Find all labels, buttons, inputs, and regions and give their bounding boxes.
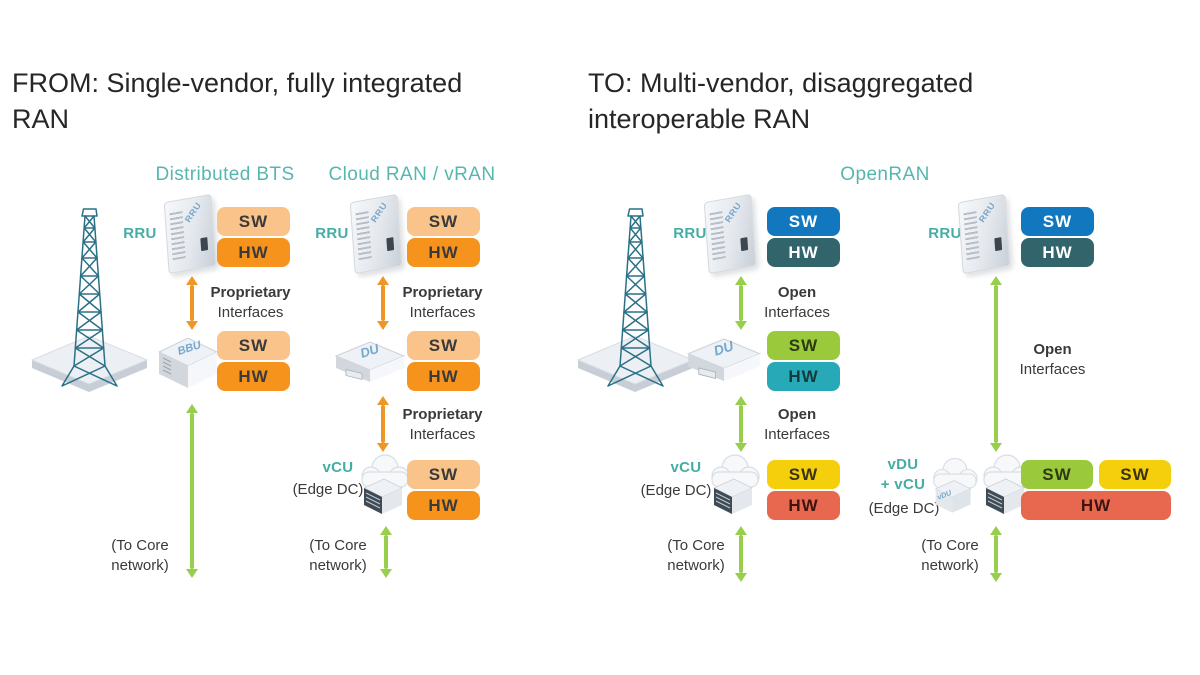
c4-hw-badge-wide: HW (1021, 491, 1171, 520)
c1-proprietary-word: Proprietary (210, 284, 291, 301)
c4-open-interfaces-label: Open Interfaces (1005, 340, 1100, 381)
c1-proprietary-arrow (190, 285, 194, 321)
c2-vcu-sw-badge: SW (407, 460, 480, 489)
c1-rru-device-icon: RRU (163, 193, 217, 275)
c2-du-hw-badge: HW (407, 362, 480, 391)
c3-to-core-arrow (739, 535, 743, 573)
c3-edge-dc-label: (Edge DC) (640, 482, 712, 499)
c1-interfaces-word: Interfaces (217, 304, 284, 322)
c4-to-core-label: (To Core network) (910, 536, 990, 577)
c2-to-core-line1: (To Core (309, 537, 367, 554)
c2-proprietary-word-1: Proprietary (402, 284, 483, 301)
c2-proprietary-arrow-2 (381, 405, 385, 443)
c3-du-device-tag: DU (712, 338, 736, 359)
c3-open-interfaces-label-2: Open Interfaces (752, 405, 842, 446)
c3-vcu-sw-badge: SW (767, 460, 840, 489)
c2-interfaces-word-2: Interfaces (409, 426, 476, 444)
c4-open-arrow (994, 285, 998, 443)
c2-edge-dc-label: (Edge DC) (292, 481, 364, 498)
c2-du-sw-badge: SW (407, 331, 480, 360)
c4-rru-sw-badge: SW (1021, 207, 1094, 236)
c3-open-word-2: Open (777, 406, 817, 423)
c4-to-core-line2: network) (921, 557, 979, 575)
cell-tower-right-icon (576, 208, 695, 392)
c3-du-device-icon: DU (686, 338, 762, 382)
c2-du-device-icon: DU (334, 341, 406, 382)
c2-interfaces-word-1: Interfaces (409, 304, 476, 322)
c3-rru-device-icon: RRU (703, 193, 757, 275)
c3-vcu-hw-badge: HW (767, 491, 840, 520)
c4-edge-dc-label: (Edge DC) (868, 500, 940, 517)
c2-to-core-arrow (384, 535, 388, 569)
c2-to-core-label: (To Core network) (298, 536, 378, 577)
c4-vdu-line: vDU (887, 456, 919, 473)
c3-du-hw-badge: HW (767, 362, 840, 391)
c2-cloud-server-icon (361, 454, 410, 514)
cell-tower-left-icon (30, 208, 149, 392)
c4-rru-device-icon: RRU (957, 193, 1011, 275)
c4-open-word: Open (1033, 341, 1072, 358)
header-openran: OpenRAN (840, 164, 930, 185)
c2-du-device-tag: DU (358, 341, 381, 361)
c2-proprietary-interfaces-label-1: Proprietary Interfaces (395, 283, 490, 324)
c2-vcu-hw-badge: HW (407, 491, 480, 520)
c1-bbu-sw-badge: SW (217, 331, 290, 360)
header-cloud-ran: Cloud RAN / vRAN (328, 164, 496, 185)
c4-interfaces-word: Interfaces (1019, 361, 1086, 379)
c2-rru-device-icon: RRU (349, 193, 403, 275)
c4-sw-badge-right: SW (1099, 460, 1171, 489)
from-title: FROM: Single-vendor, fully integrated RA… (12, 68, 463, 134)
c3-vcu-label: vCU (670, 459, 702, 476)
c2-rru-device-tag: RRU (368, 200, 390, 225)
c1-rru-hw-badge: HW (217, 238, 290, 267)
c2-proprietary-word-2: Proprietary (402, 406, 483, 423)
c1-to-core-arrow (190, 413, 194, 569)
c4-to-core-arrow (994, 535, 998, 573)
c4-sw-badge-left: SW (1021, 460, 1093, 489)
c2-rru-label: RRU (315, 225, 349, 242)
c4-vdu-vcu-label: vDU + vCU (878, 455, 928, 494)
c2-proprietary-interfaces-label-2: Proprietary Interfaces (395, 405, 490, 446)
c2-rru-sw-badge: SW (407, 207, 480, 236)
header-distributed-bts: Distributed BTS (155, 164, 295, 185)
c2-proprietary-arrow-1 (381, 285, 385, 321)
c3-to-core-line2: network) (667, 557, 725, 575)
c4-plus-vcu-line: + vCU (880, 475, 926, 493)
c3-to-core-label: (To Core network) (656, 536, 736, 577)
c1-to-core-line2: network) (111, 557, 169, 575)
c3-rru-device-tag: RRU (722, 200, 744, 225)
c4-rru-label: RRU (928, 225, 962, 242)
c1-rru-device-tag: RRU (182, 200, 204, 225)
c1-bbu-hw-badge: HW (217, 362, 290, 391)
c3-open-arrow-1 (739, 285, 743, 321)
c3-interfaces-word-2: Interfaces (764, 426, 830, 444)
c4-vdu-cloud-server-icon: vDU (933, 457, 978, 513)
to-title: TO: Multi-vendor, disaggregated interope… (588, 68, 974, 134)
c3-open-arrow-2 (739, 405, 743, 443)
c1-proprietary-interfaces-label: Proprietary Interfaces (203, 283, 298, 324)
c3-rru-sw-badge: SW (767, 207, 840, 236)
c3-du-sw-badge: SW (767, 331, 840, 360)
c3-to-core-line1: (To Core (667, 537, 725, 554)
c1-to-core-line1: (To Core (111, 537, 169, 554)
c2-vcu-label: vCU (322, 459, 354, 476)
c3-rru-hw-badge: HW (767, 238, 840, 267)
c3-rru-label: RRU (673, 225, 707, 242)
c1-rru-sw-badge: SW (217, 207, 290, 236)
c4-to-core-line1: (To Core (921, 537, 979, 554)
c4-rru-device-tag: RRU (976, 200, 998, 225)
c1-rru-label: RRU (123, 225, 157, 242)
c4-rru-hw-badge: HW (1021, 238, 1094, 267)
c3-interfaces-word-1: Interfaces (764, 304, 830, 322)
c3-open-interfaces-label-1: Open Interfaces (752, 283, 842, 324)
c1-to-core-label: (To Core network) (100, 536, 180, 577)
c1-bbu-device-icon: BBU (157, 337, 219, 388)
c3-cloud-server-icon (711, 454, 760, 514)
c2-to-core-line2: network) (309, 557, 367, 575)
c2-rru-hw-badge: HW (407, 238, 480, 267)
c3-open-word-1: Open (777, 284, 817, 301)
